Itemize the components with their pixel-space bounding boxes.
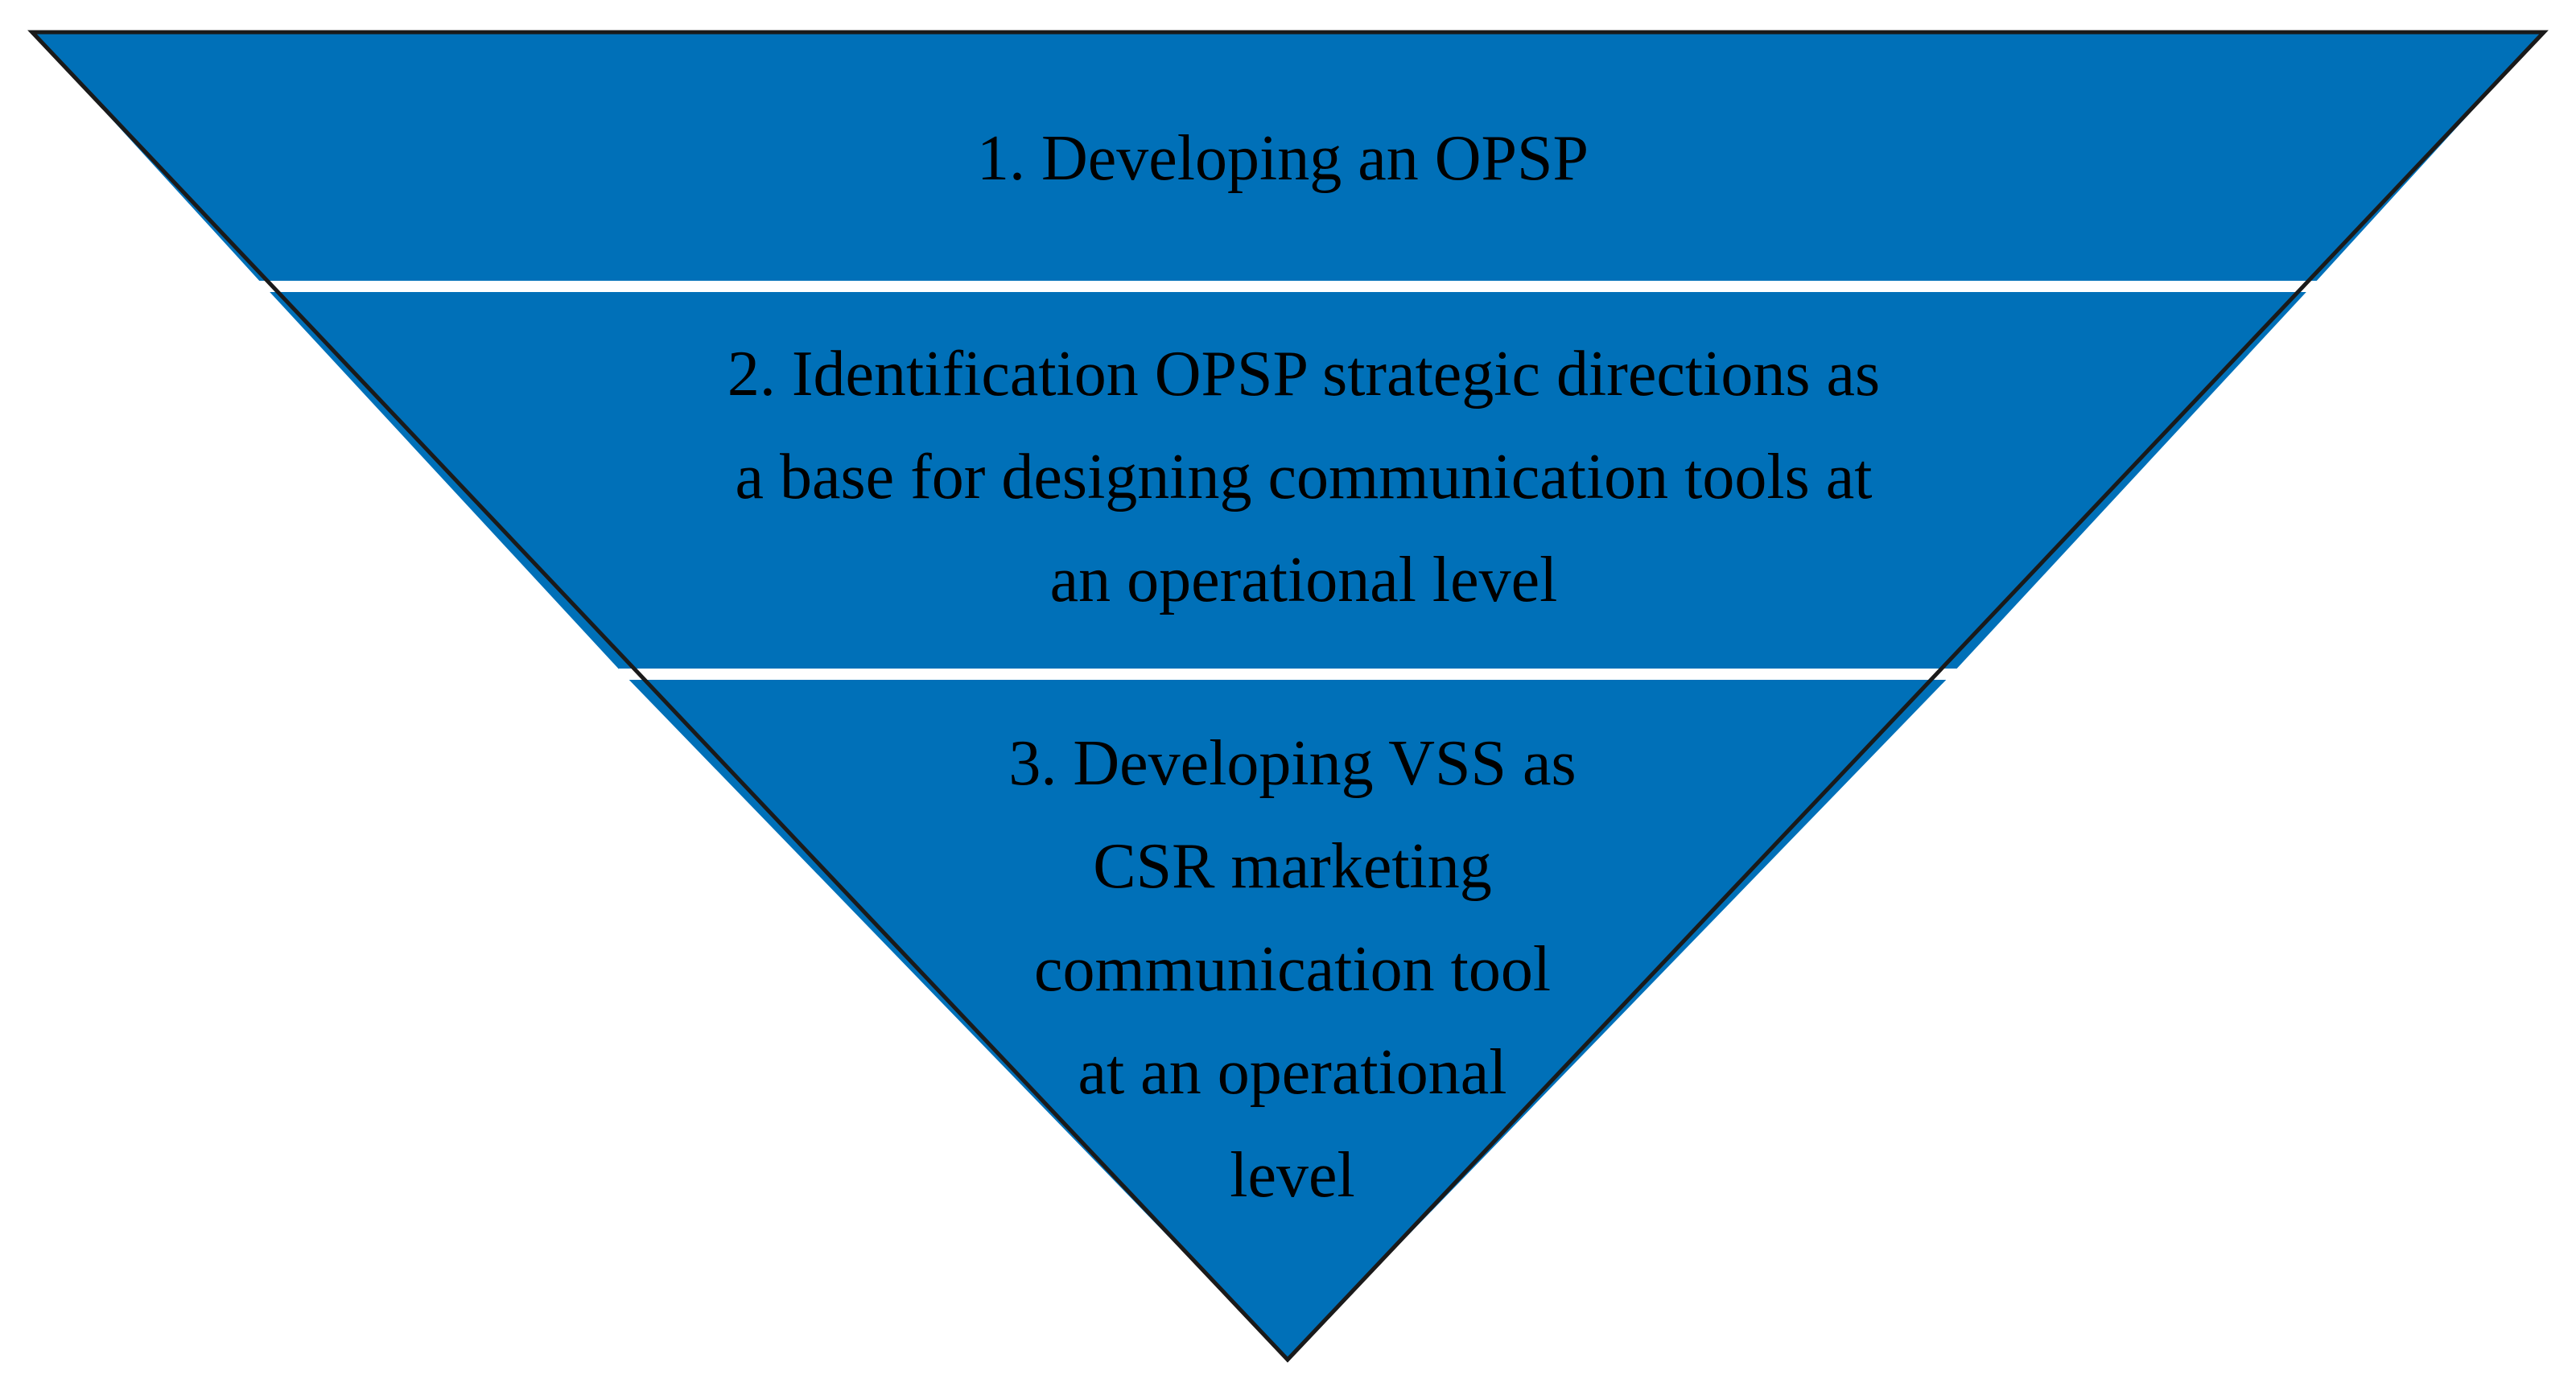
tier-1-shape [32, 32, 2544, 283]
tier-2-label: 2. Identification OPSP strategic directi… [727, 323, 1880, 632]
tier-2-line-2: a base for designing communication tools… [735, 442, 1873, 512]
tier-1-line-1: 1. Developing an OPSP [977, 123, 1589, 194]
tier-1-label: 1. Developing an OPSP [977, 107, 1589, 210]
tier-3-line-2: CSR marketing [1093, 831, 1492, 902]
tier-3-line-1: 3. Developing VSS as [1008, 728, 1577, 799]
tier-3-line-5: level [1230, 1140, 1355, 1211]
tier-2-line-3: an operational level [1049, 545, 1558, 615]
pyramid-edge [27, 30, 2549, 1363]
tier-3-line-3: communication tool [1033, 934, 1552, 1005]
tier-3-shape [622, 673, 1953, 1360]
tier-3-line-4: at an operational [1078, 1037, 1507, 1108]
tier-2-shape [262, 283, 2314, 673]
tier-2-line-1: 2. Identification OPSP strategic directi… [727, 339, 1881, 409]
tier-3-label: 3. Developing VSS as CSR marketing commu… [1008, 712, 1576, 1227]
